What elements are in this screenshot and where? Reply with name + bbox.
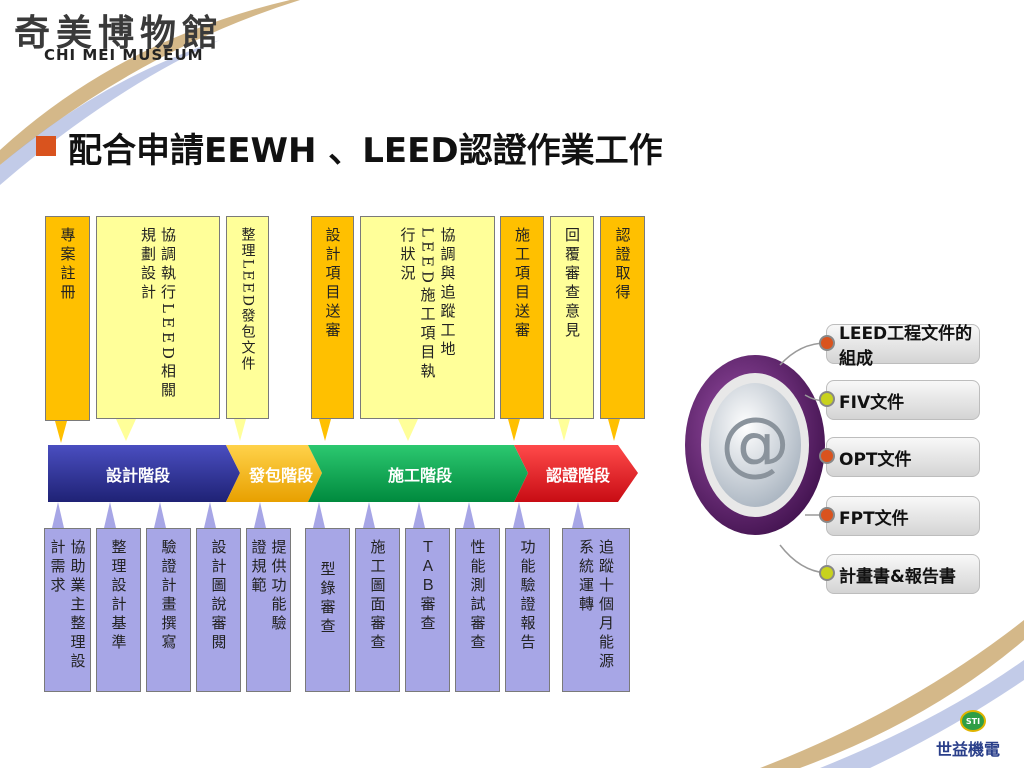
callout-text: 施工圖面審查: [368, 539, 387, 653]
callout-functional-report: 功能驗證報告: [505, 502, 550, 692]
company-badge-icon: STI: [960, 710, 986, 732]
callout-text: 施工項目送審: [513, 227, 531, 341]
callout-construction-review: 施工項目送審: [500, 216, 544, 446]
callout-assist-owner: 協助業主整理設計需求: [44, 502, 91, 692]
callout-drawing-review: 設計圖說審閱: [196, 502, 241, 692]
callout-text: 性能測試審查: [468, 539, 487, 653]
phase-design: 設計階段: [105, 465, 170, 485]
callout-certification-obtained: 認證取得: [600, 216, 645, 446]
doc-fpt: FPT文件: [819, 496, 980, 536]
museum-logo-chinese: 奇美博物館: [14, 12, 225, 54]
at-sign-emblem-icon: @: [685, 355, 825, 535]
title-bullet: [36, 136, 56, 156]
phase-certification: 認證階段: [545, 465, 610, 485]
phase-tender: 發包階段: [248, 465, 313, 485]
callout-project-registration: 專案註冊: [45, 216, 90, 446]
callout-reply-comments: 回覆審查意見: [550, 216, 594, 446]
bullet-dot-icon: [819, 391, 835, 407]
callout-integrate-documents: 整理LEED發包文件: [226, 216, 269, 446]
phase-arrow-bar: [48, 445, 638, 502]
callout-text: 設計項目送審: [323, 227, 342, 341]
callout-text: 型錄審查: [318, 561, 337, 637]
callout-verification-spec: 提供功能驗證規範: [246, 502, 291, 692]
doc-fiv: FIV文件: [819, 380, 980, 420]
callout-text: 提供功能驗證規範: [249, 539, 288, 634]
callout-verification-plan: 驗證計畫撰寫: [146, 502, 191, 692]
slide-title: 配合申請EEWH 、LEED認證作業工作: [68, 131, 663, 171]
callout-text: ＴＡＢ審查: [418, 539, 437, 634]
callout-text: 協助業主整理設計需求: [48, 539, 87, 672]
callout-coordinate-design: 協調執行LEED相關規劃設計: [96, 216, 220, 446]
callout-text: 協調與追蹤工地LEED施工項目執行狀況: [398, 227, 457, 382]
doc-label: OPT文件: [839, 449, 912, 470]
callout-catalog-review: 型錄審查: [305, 502, 350, 692]
callout-shop-drawing-review: 施工圖面審查: [355, 502, 400, 692]
callout-text: 驗證計畫撰寫: [159, 539, 178, 653]
doc-label: LEED工程文件的組成: [839, 324, 973, 369]
bullet-dot-icon: [819, 335, 835, 351]
phase-construction: 施工階段: [387, 465, 452, 485]
callout-text: 追蹤十個月能源系統運轉: [577, 539, 615, 672]
callout-coordinate-site: 協調與追蹤工地LEED施工項目執行狀況: [360, 216, 495, 446]
emblem-glyph: @: [720, 402, 790, 484]
callout-text: 設計圖說審閱: [209, 539, 228, 653]
callout-text: 功能驗證報告: [518, 539, 537, 653]
bullet-dot-icon: [819, 507, 835, 523]
callout-text: 專案註冊: [58, 227, 77, 303]
callout-text: 協調執行LEED相關規劃設計: [139, 227, 177, 401]
doc-opt: OPT文件: [819, 437, 980, 477]
callout-ten-month-tracking: 追蹤十個月能源系統運轉: [562, 502, 630, 692]
callout-text: 整理設計基準: [109, 539, 128, 653]
doc-label: FPT文件: [839, 508, 909, 529]
museum-logo-english: CHI MEI MUSEUM: [44, 46, 204, 64]
company-badge-text: STI: [965, 716, 981, 726]
callout-text: 回覆審查意見: [563, 227, 581, 341]
doc-label: FIV文件: [839, 392, 905, 413]
doc-leed-composition: LEED工程文件的組成: [819, 324, 980, 369]
doc-plans-reports: 計畫書&報告書: [819, 554, 980, 594]
callout-text: 整理LEED發包文件: [239, 227, 256, 372]
bullet-dot-icon: [819, 565, 835, 581]
doc-label: 計畫書&報告書: [839, 566, 956, 587]
callout-design-review: 設計項目送審: [311, 216, 354, 446]
callout-performance-test-review: 性能測試審查: [455, 502, 500, 692]
callout-text: 認證取得: [613, 227, 632, 303]
bullet-dot-icon: [819, 448, 835, 464]
company-name: 世益機電: [936, 740, 1001, 759]
callout-design-basis: 整理設計基準: [96, 502, 141, 692]
callout-tab-review: ＴＡＢ審查: [405, 502, 450, 692]
